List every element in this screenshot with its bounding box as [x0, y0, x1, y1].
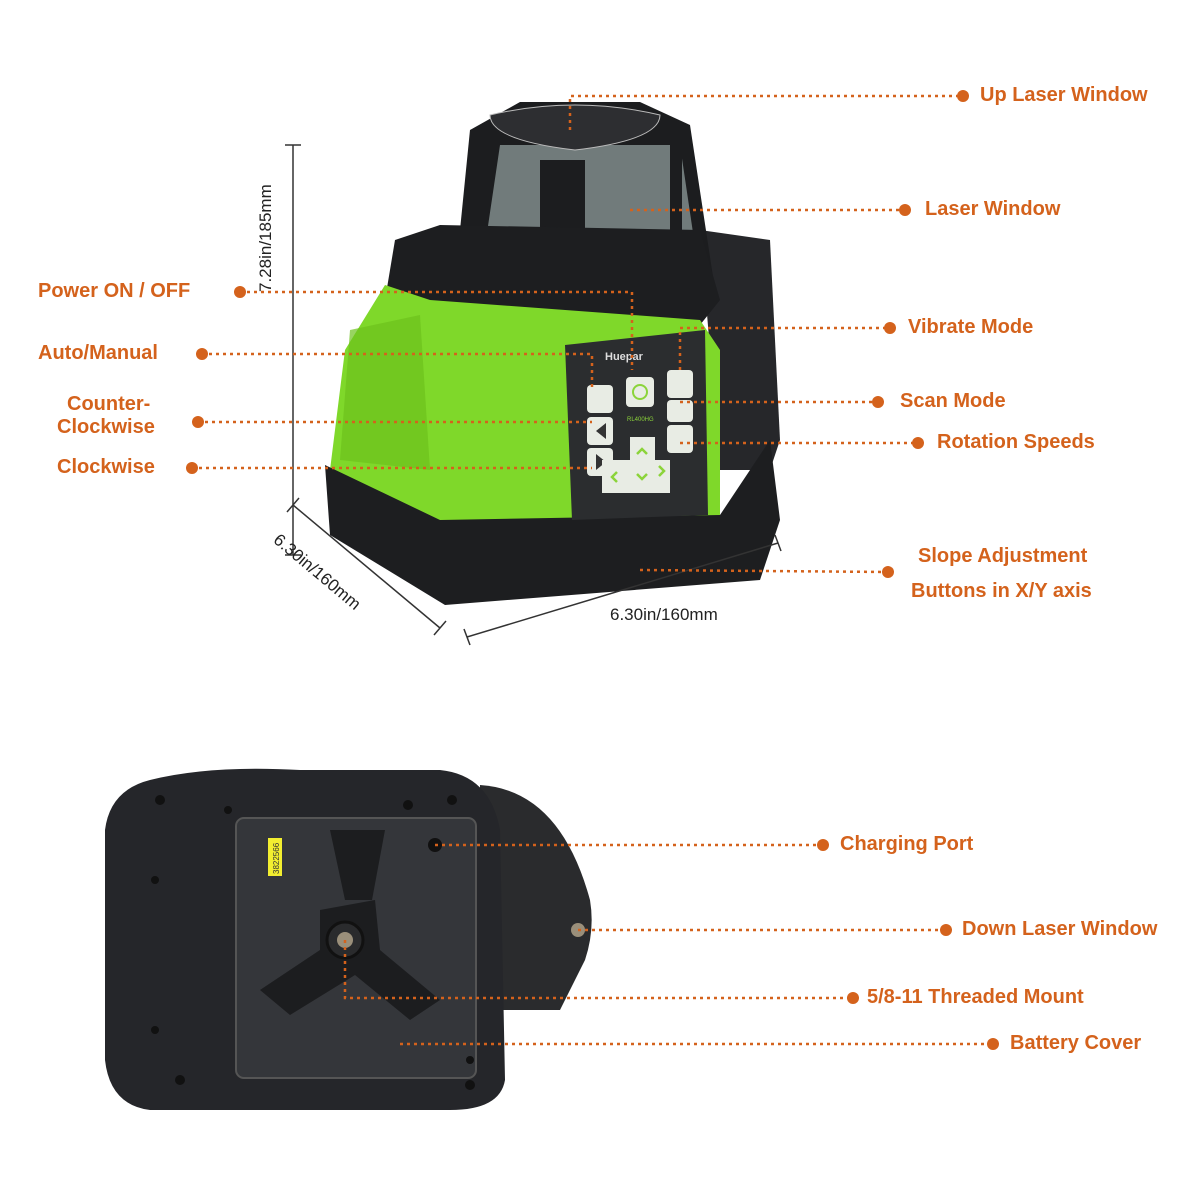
label-vibrate-mode: Vibrate Mode: [908, 316, 1034, 338]
label-down-laser-window: Down Laser Window: [962, 918, 1158, 940]
label-counter-clockwise-2: Clockwise: [57, 416, 155, 438]
serial-number: 3822566: [272, 842, 281, 874]
laser-level-front-view: Huepar RL400HG: [325, 102, 780, 605]
leader-dots: [186, 90, 999, 1050]
label-clockwise: Clockwise: [57, 456, 155, 478]
label-counter-clockwise-1: Counter-: [67, 393, 151, 415]
label-slope-2: Buttons in X/Y axis: [911, 580, 1092, 602]
label-power: Power ON / OFF: [38, 280, 191, 302]
label-battery-cover: Battery Cover: [1010, 1032, 1142, 1054]
label-auto-manual: Auto/Manual: [38, 342, 158, 364]
dimension-height: 7.28in/185mm: [256, 184, 275, 292]
label-slope-1: Slope Adjustment: [918, 545, 1088, 567]
label-laser-window: Laser Window: [925, 198, 1061, 220]
laser-level-bottom-view: 3822566: [105, 768, 592, 1110]
dimension-lines: [285, 144, 782, 646]
model-number: RL400HG: [627, 417, 654, 423]
label-scan-mode: Scan Mode: [900, 390, 1006, 412]
leader-lines: [192, 94, 993, 1046]
brand-logo: Huepar: [605, 351, 644, 363]
serial-sticker: [268, 838, 282, 876]
label-charging-port: Charging Port: [840, 833, 974, 855]
label-rotation-speeds: Rotation Speeds: [937, 431, 1095, 453]
label-threaded-mount: 5/8-11 Threaded Mount: [867, 986, 1084, 1008]
dimension-width: 6.30in/160mm: [610, 605, 718, 624]
label-up-laser-window: Up Laser Window: [980, 84, 1148, 106]
